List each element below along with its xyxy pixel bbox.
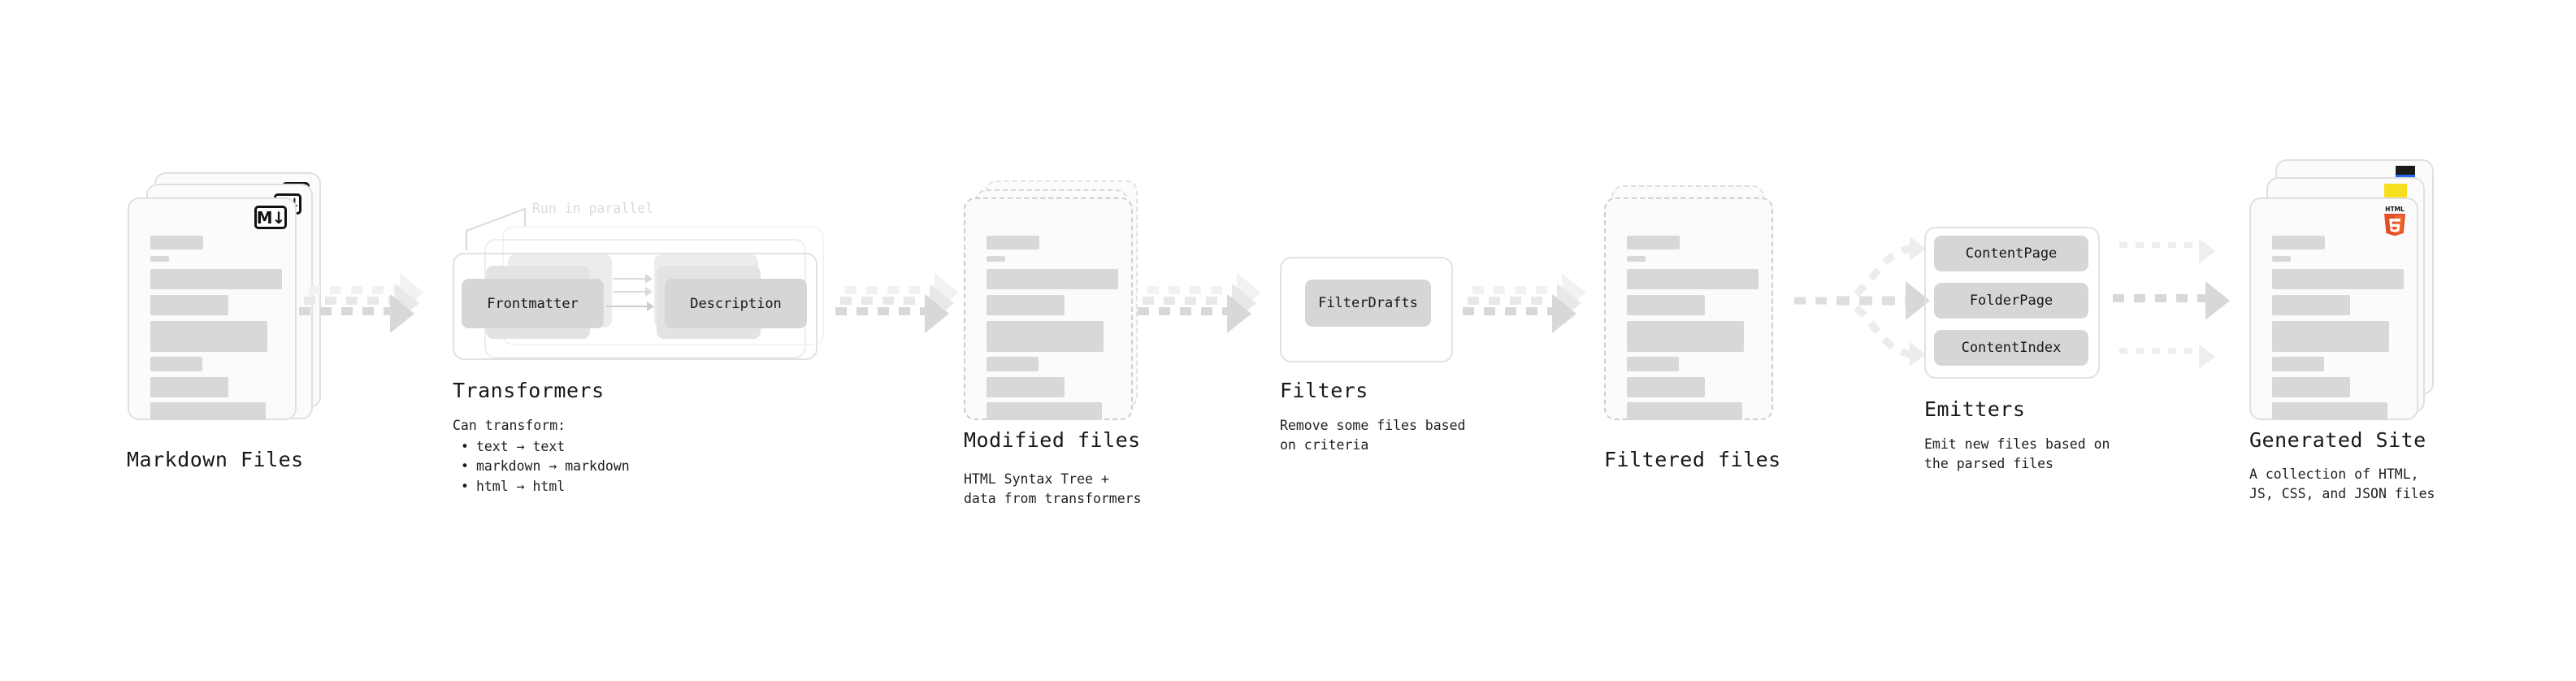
filters-box (1280, 257, 1453, 362)
content-bar (2272, 321, 2389, 352)
content-bar (1627, 357, 1679, 371)
svg-text:HTML: HTML (2385, 206, 2405, 213)
content-bar (987, 236, 1039, 249)
transformers-title: Transformers (453, 379, 605, 402)
generated-site-desc: A collection of HTML, JS, CSS, and JSON … (2249, 466, 2435, 502)
site-file-card-front: HTML (2249, 197, 2418, 420)
transformer-node-frontmatter[interactable]: Frontmatter (462, 279, 604, 328)
emitter-node-contentpage[interactable]: ContentPage (1934, 236, 2088, 271)
emitters-box (1924, 227, 2100, 379)
content-bar (1627, 236, 1680, 249)
content-bar (150, 321, 267, 352)
modified-file-card-front (964, 197, 1133, 420)
content-bar (987, 357, 1039, 371)
generated-site-title: Generated Site (2249, 428, 2426, 452)
content-bar (987, 377, 1065, 397)
transformers-bullet-list: text → text markdown → markdown html → h… (461, 437, 630, 497)
list-item: text → text (461, 437, 630, 457)
html5-icon: HTML (2381, 204, 2409, 236)
filters-desc: Remove some files based on criteria (1280, 418, 1466, 453)
emitter-node-contentindex[interactable]: ContentIndex (1934, 330, 2088, 366)
markdown-files-title: Markdown Files (127, 448, 304, 471)
content-bar (150, 402, 266, 420)
content-bar (150, 295, 228, 315)
transformer-flow-arrow (613, 274, 655, 284)
content-bar (1627, 377, 1705, 397)
transformers-intro: Can transform: (453, 418, 566, 433)
content-bar (150, 357, 202, 371)
run-in-parallel-bracket (465, 200, 570, 252)
content-bar (1627, 256, 1646, 262)
content-bar (987, 321, 1104, 352)
content-bar (1627, 295, 1705, 315)
content-bar (1627, 321, 1744, 352)
list-item: html → html (461, 477, 630, 497)
transformer-group-front (453, 253, 817, 360)
css3-icon (2396, 166, 2415, 178)
content-bar (1627, 269, 1759, 289)
emitters-desc: Emit new files based on the parsed files (1924, 436, 2110, 472)
filtered-file-card-front (1604, 197, 1773, 420)
modified-files-title: Modified files (964, 428, 1141, 452)
run-in-parallel-label: Run in parallel (532, 201, 654, 216)
markdown-file-card-front: M↓ (128, 197, 297, 420)
content-bar (2272, 256, 2291, 262)
content-bar (2272, 269, 2404, 289)
modified-files-desc: HTML Syntax Tree + data from transformer… (964, 471, 1142, 507)
filtered-files-title: Filtered files (1604, 448, 1781, 471)
emitter-node-folderpage[interactable]: FolderPage (1934, 283, 2088, 319)
content-bar (150, 377, 228, 397)
content-bar (987, 269, 1118, 289)
content-bar (150, 269, 282, 289)
filter-node-filterdrafts[interactable]: FilterDrafts (1305, 280, 1431, 327)
transformer-flow-arrow (606, 301, 657, 311)
transformer-flow-arrow (613, 287, 655, 297)
list-item: markdown → markdown (461, 457, 630, 476)
content-bar (2272, 295, 2350, 315)
content-bar (2272, 357, 2324, 371)
filters-title: Filters (1280, 379, 1368, 402)
content-bar (150, 236, 203, 249)
content-bar (2272, 402, 2387, 420)
content-bar (987, 295, 1065, 315)
content-bar (987, 402, 1102, 420)
content-bar (987, 256, 1005, 262)
content-bar (2272, 236, 2325, 249)
content-bar (150, 256, 169, 262)
emitters-title: Emitters (1924, 397, 2026, 421)
content-bar (1627, 402, 1742, 420)
javascript-icon (2384, 184, 2407, 202)
content-bar (2272, 377, 2350, 397)
markdown-icon: M↓ (254, 206, 287, 229)
transformer-node-description[interactable]: Description (665, 279, 807, 328)
